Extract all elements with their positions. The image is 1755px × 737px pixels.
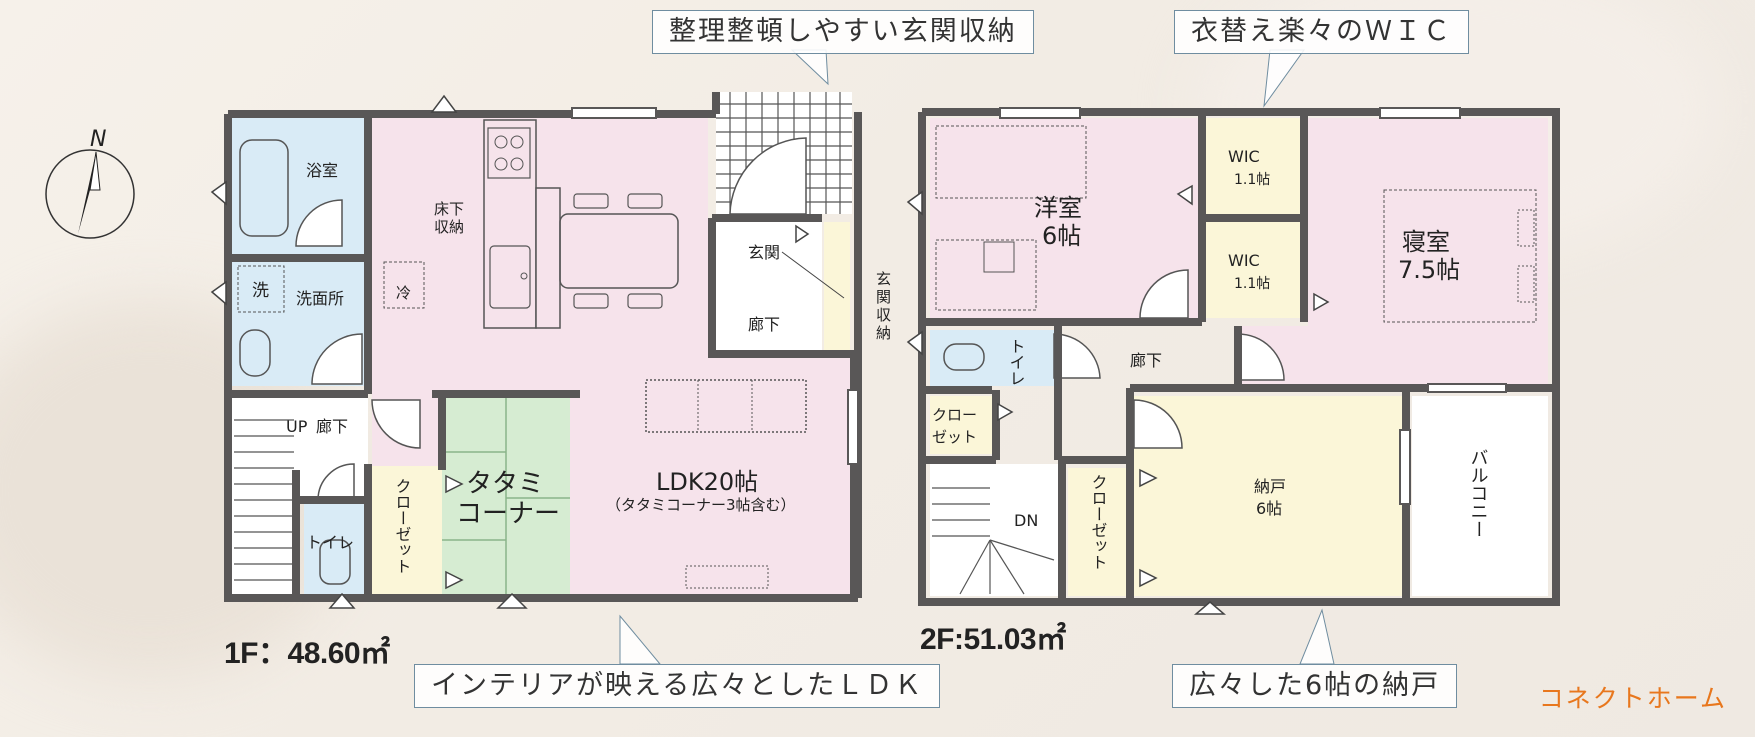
stairs-2f [930, 464, 1058, 596]
stairs-1f [232, 400, 296, 594]
callout-ldk: インテリアが映える広々としたＬＤＫ [414, 664, 941, 708]
closet-1f [372, 466, 442, 594]
label-western-2: 6帖 [1042, 222, 1081, 250]
wic-1 [1206, 118, 1300, 214]
label-entrance: 玄関 [748, 243, 780, 262]
label-western-1: 洋室 [1034, 194, 1082, 222]
label-up: UP [286, 417, 308, 436]
label-hall-entry: 廊下 [748, 315, 780, 334]
label-entrance-storage-3: 収 [876, 306, 891, 324]
label-closet-b: ゼット [932, 428, 977, 446]
label-toilet-2f: トイレ [1007, 338, 1026, 386]
label-floor-storage-2: 収納 [434, 218, 464, 236]
compass: N [45, 127, 135, 239]
label-closet-1f: クローゼット [393, 478, 412, 574]
label-hall-2f: 廊下 [1130, 351, 1162, 370]
toilet-1f [304, 500, 368, 594]
label-wic1-2: 1.1帖 [1234, 172, 1270, 188]
floor2-plan: 洋室 6帖 WIC 1.1帖 WIC 1.1帖 寝室 7.5帖 トイレ 廊下 ク… [906, 107, 1560, 615]
label-wic2-1: WIC [1228, 251, 1260, 270]
label-ldk-note: （タタミコーナー3帖含む） [606, 496, 796, 514]
label-tatami-1: タタミ [466, 469, 544, 499]
label-wic2-2: 1.1帖 [1234, 276, 1270, 292]
label-fridge: 冷 [396, 284, 411, 302]
label-washer: 洗 [252, 281, 269, 301]
callout-storage-room: 広々した6帖の納戸 [1172, 664, 1458, 708]
entrance-storage-1f [824, 222, 850, 354]
balcony [1412, 396, 1548, 596]
label-tatami-2: コーナー [456, 499, 560, 529]
label-entrance-storage-4: 納 [876, 324, 891, 342]
label-hall: 廊下 [316, 417, 348, 436]
label-dn: DN [1014, 511, 1038, 530]
closet-2f-a [930, 396, 992, 454]
label-bedroom-1: 寝室 [1402, 228, 1450, 256]
closet-2f-b [1068, 468, 1128, 596]
label-entrance-storage-2: 関 [876, 288, 891, 306]
label-balcony: バルコニー [1468, 448, 1489, 538]
callout-wic: 衣替え楽々のＷＩＣ [1174, 10, 1469, 54]
bedroom [1308, 118, 1548, 384]
label-closet-2f: クローゼット [1089, 474, 1108, 570]
floor1-plan: 浴室 床下 収納 洗 洗面所 冷 玄関 廊下 玄 関 収 納 UP 廊下 トイレ… [210, 92, 891, 609]
north-label: N [90, 127, 106, 152]
floor2-area: 2F:51.03㎡ [920, 623, 1066, 656]
label-closet-a: クロー [932, 406, 977, 424]
label-entrance-storage-1: 玄 [876, 270, 891, 288]
wic-2 [1206, 222, 1300, 318]
entrance-1f [712, 222, 822, 354]
label-bedroom-2: 7.5帖 [1398, 256, 1460, 284]
label-toilet: トイレ [306, 533, 354, 552]
toilet-2f [930, 330, 1054, 386]
label-floor-storage-1: 床下 [434, 200, 464, 218]
label-bath: 浴室 [306, 161, 338, 180]
label-storage-1: 納戸 [1254, 477, 1286, 496]
floor1-area: 1F：48.60㎡ [224, 637, 390, 670]
label-ldk: LDK20帖 [656, 468, 758, 496]
callout-entrance-storage: 整理整頓しやすい玄関収納 [652, 10, 1034, 54]
label-storage-2: 6帖 [1256, 499, 1282, 518]
label-washroom: 洗面所 [296, 289, 344, 308]
brand-logo: コネクトホーム [1538, 684, 1727, 713]
label-wic1-1: WIC [1228, 147, 1260, 166]
